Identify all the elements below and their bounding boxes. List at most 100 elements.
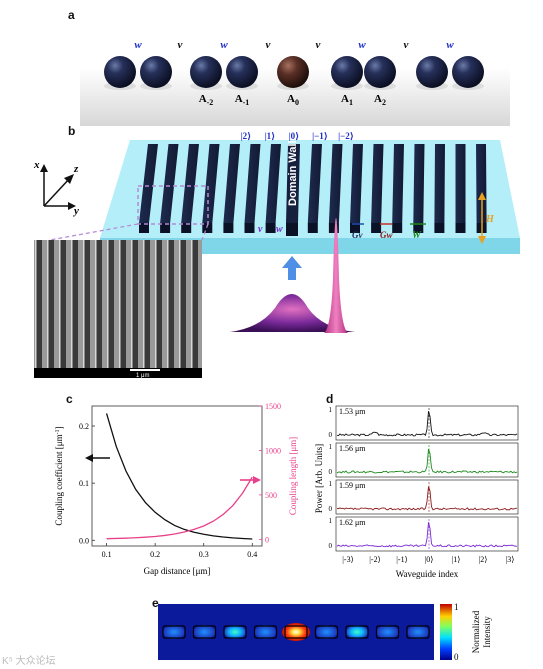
site-ball xyxy=(226,56,258,88)
axis-x-label: x xyxy=(33,159,40,171)
x-tick-label: 0.1 xyxy=(102,550,112,559)
colorbar-tick-1: 1 xyxy=(454,602,459,612)
y-tick-label: 0.1 xyxy=(79,479,89,488)
spectrum-line xyxy=(336,486,518,511)
mode-label: |2⟩ xyxy=(241,131,252,141)
series-line-1 xyxy=(106,476,253,540)
waveguide-outline xyxy=(345,625,369,639)
subplot-ytick: 0 xyxy=(329,468,333,476)
waveguide-outline xyxy=(162,625,186,639)
plot-frame xyxy=(91,405,263,547)
mode-spot xyxy=(163,625,185,639)
coupling-label: v xyxy=(404,39,409,51)
y2-tick-label: 0 xyxy=(265,535,269,544)
site-ball xyxy=(416,56,448,88)
waveguide xyxy=(328,144,343,223)
site-ball xyxy=(190,56,222,88)
colorbar xyxy=(440,604,452,660)
coupling-label: w xyxy=(446,39,454,51)
y2-tick-label: 500 xyxy=(265,491,277,500)
site-label: A2 xyxy=(374,93,386,107)
mode-label: |1⟩ xyxy=(265,131,276,141)
coupling-label: w xyxy=(358,39,366,51)
domain-wall-label: Domain Wall xyxy=(287,140,299,206)
site-label: A-1 xyxy=(235,93,250,107)
waveguide xyxy=(350,144,363,223)
waveguide-outline xyxy=(253,625,278,639)
output-sharp-peak xyxy=(324,218,348,333)
subplot-frame xyxy=(335,442,519,478)
x-axis-label: Waveguide index xyxy=(396,569,459,579)
x-tick-label: |-3⟩ xyxy=(342,555,353,564)
series-label: 1.53 μm xyxy=(339,407,366,416)
panel-b-schematic: Domain Wall |2⟩|1⟩|0⟩|−1⟩|−2⟩ x z y v w … xyxy=(33,131,520,379)
subplot-ytick: 0 xyxy=(329,431,333,439)
subplot-frame xyxy=(335,516,519,552)
spectrum-line xyxy=(336,448,518,474)
waveguide xyxy=(434,144,445,223)
subplot-ytick: 1 xyxy=(329,517,333,525)
sem-image xyxy=(34,240,202,376)
site-label: A1 xyxy=(341,93,353,107)
mode-spot xyxy=(282,623,310,641)
waveguide xyxy=(371,144,384,223)
height-h-label: H xyxy=(485,214,495,225)
mode-spot xyxy=(407,625,429,639)
mode-spot xyxy=(315,625,338,639)
waveguide-outline xyxy=(223,625,247,639)
waveguide xyxy=(202,144,220,223)
series-label: 1.62 μm xyxy=(339,518,366,527)
panel-label-e: e xyxy=(152,596,159,610)
x-tick-label: 0.4 xyxy=(247,550,257,559)
gap-w-label: w xyxy=(276,224,283,235)
series-label: 1.59 μm xyxy=(339,481,366,490)
substrate-side xyxy=(100,238,520,254)
site-ball xyxy=(364,56,396,88)
spectrum-line xyxy=(336,411,518,437)
gap-gv-label: Gv xyxy=(352,230,363,240)
subplot-ytick: 1 xyxy=(329,480,333,488)
site-ball xyxy=(104,56,136,88)
site-ball xyxy=(331,56,363,88)
colorbar-tick-0: 0 xyxy=(454,652,459,662)
subplot-frame xyxy=(335,405,519,441)
y2-tick-label: 1000 xyxy=(265,446,281,455)
colorbar-label: NormalizedIntensity xyxy=(471,610,492,653)
mode-spot xyxy=(193,625,216,639)
waveguide-outline xyxy=(406,625,430,639)
y-axis-label: Coupling coefficient [μm-1] xyxy=(54,426,64,525)
mode-spot xyxy=(224,625,246,639)
domain-wall-waveguide xyxy=(286,144,300,223)
waveguide xyxy=(476,144,487,223)
x-tick-label: |-2⟩ xyxy=(369,555,380,564)
gap-gw-label: Gw xyxy=(380,230,393,240)
series-line-0 xyxy=(105,413,253,540)
panel-label-c: c xyxy=(66,392,73,406)
x-tick-label: |3⟩ xyxy=(506,555,515,564)
y-tick-label: 0.2 xyxy=(79,422,89,431)
y-axis-label: Power [Arb. Units] xyxy=(314,444,324,513)
waveguide xyxy=(265,144,281,223)
watermark: K⁵ 大众论坛 xyxy=(2,656,56,667)
waveguide xyxy=(307,144,322,223)
subplot-frame xyxy=(335,479,519,515)
coupling-label: w xyxy=(134,39,142,51)
x-tick-label: |1⟩ xyxy=(452,555,461,564)
axis-y-label: y xyxy=(72,205,79,217)
panel-label-d: d xyxy=(326,392,334,406)
waveguide xyxy=(139,144,158,223)
subplot-ytick: 1 xyxy=(329,443,333,451)
mode-label: |−1⟩ xyxy=(312,131,328,141)
mode-spot xyxy=(254,625,277,639)
mode-spot xyxy=(376,625,399,639)
waveguide xyxy=(392,144,404,223)
panel-e-heatmap: 1 0 NormalizedIntensity xyxy=(158,602,492,662)
waveguide xyxy=(160,144,179,223)
spectrum-line xyxy=(336,522,518,548)
waveguide-outline xyxy=(192,625,217,639)
y-tick-label: 0.0 xyxy=(79,536,89,545)
mode-label: |−2⟩ xyxy=(338,131,354,141)
